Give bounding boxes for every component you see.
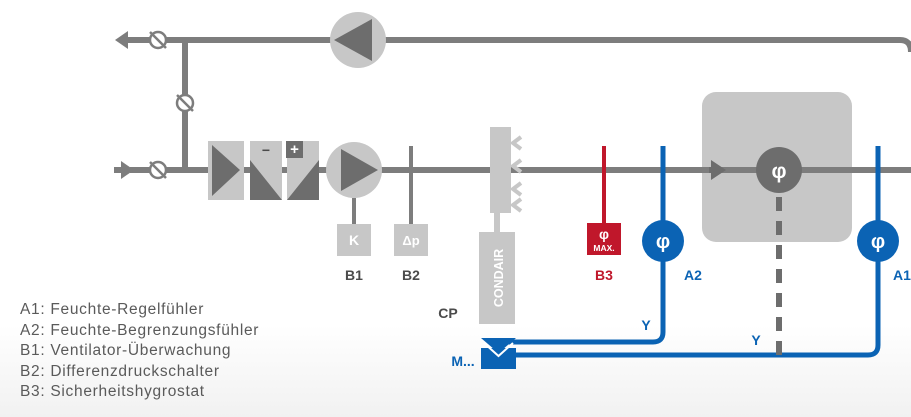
legend-item-a2: A2: Feuchte-Begrenzungsfühler: [20, 321, 260, 339]
legend-item-b1: B1: Ventilator-Überwachung: [20, 342, 232, 359]
room-arrow-icon: [711, 160, 726, 180]
legend-text: Feuchte-Begrenzungsfühler: [50, 321, 260, 339]
supply-fan-icon: [326, 142, 382, 198]
damper-icon: [148, 160, 168, 180]
legend-text: Feuchte-Regelfühler: [50, 301, 205, 318]
heater-icon: +: [286, 141, 319, 200]
return-fan-icon: [330, 12, 386, 68]
control-signal-lines: [508, 146, 881, 358]
heater-plus-label: +: [290, 141, 299, 158]
a2-label: A2: [684, 267, 702, 283]
cp-label: CP: [438, 305, 457, 321]
b2-label: B2: [402, 267, 420, 283]
legend-text: Differenzdruckschalter: [50, 362, 220, 380]
actuator-m-box: [481, 348, 516, 369]
legend-item-b3: B3: Sicherheitshygrostat: [20, 383, 205, 400]
legend-text: Sicherheitshygrostat: [50, 383, 205, 400]
b3-hygrostat-box: [587, 223, 621, 255]
return-air-duct: [130, 37, 911, 53]
room-humidity-sensor-icon: [756, 147, 802, 193]
actuator-triangle-icon: [481, 338, 516, 353]
humidifier-lance: [490, 127, 511, 213]
steam-chevrons-icon: [509, 135, 523, 213]
y-label-a2: Y: [641, 317, 651, 333]
a1-label: A1: [893, 267, 911, 283]
actuator-chevron-icon: [483, 342, 514, 358]
y-label-a1: Y: [751, 332, 761, 348]
legend-item-a1: A1: Feuchte-Regelfühler: [20, 301, 205, 318]
legend-code: B3: [20, 383, 41, 400]
legend-code: B2: [20, 362, 41, 380]
legend-code: A2: [20, 321, 41, 339]
exhaust-arrow-icon: [115, 31, 140, 49]
legend-item-b2: B2: Differenzdruckschalter: [20, 362, 220, 380]
legend: A1: Feuchte-Regelfühler A2: Feuchte-Begr…: [20, 300, 259, 403]
b2-sensor-box: [394, 224, 428, 256]
legend-text: Ventilator-Überwachung: [50, 342, 232, 359]
legend-code: A1: [20, 301, 41, 318]
m-label: M...: [451, 353, 474, 369]
cooler-minus-label: −: [262, 142, 270, 158]
legend-code: B1: [20, 342, 41, 359]
room-phi-label: φ: [771, 160, 786, 183]
filter-icon: [208, 141, 244, 200]
a1-sensor-icon: [857, 220, 899, 262]
condair-humidifier-unit: [479, 232, 515, 324]
a1-phi-label: φ: [871, 231, 885, 253]
b1-sensor-label: K: [349, 232, 359, 248]
intake-arrow-icon: [114, 161, 134, 179]
a2-phi-label: φ: [656, 231, 670, 253]
damper-icon: [175, 93, 195, 113]
cooler-icon: −: [250, 141, 282, 200]
condair-label: CONDAIR: [492, 249, 506, 307]
b1-sensor-box: [337, 224, 371, 256]
b3-max-label: MAX.: [593, 243, 614, 253]
b3-label: B3: [595, 267, 613, 283]
a2-sensor-icon: [642, 220, 684, 262]
b1-label: B1: [345, 267, 363, 283]
damper-icon: [148, 30, 168, 50]
b3-phi-label: φ: [599, 226, 609, 242]
b2-sensor-label: Δp: [402, 233, 419, 248]
